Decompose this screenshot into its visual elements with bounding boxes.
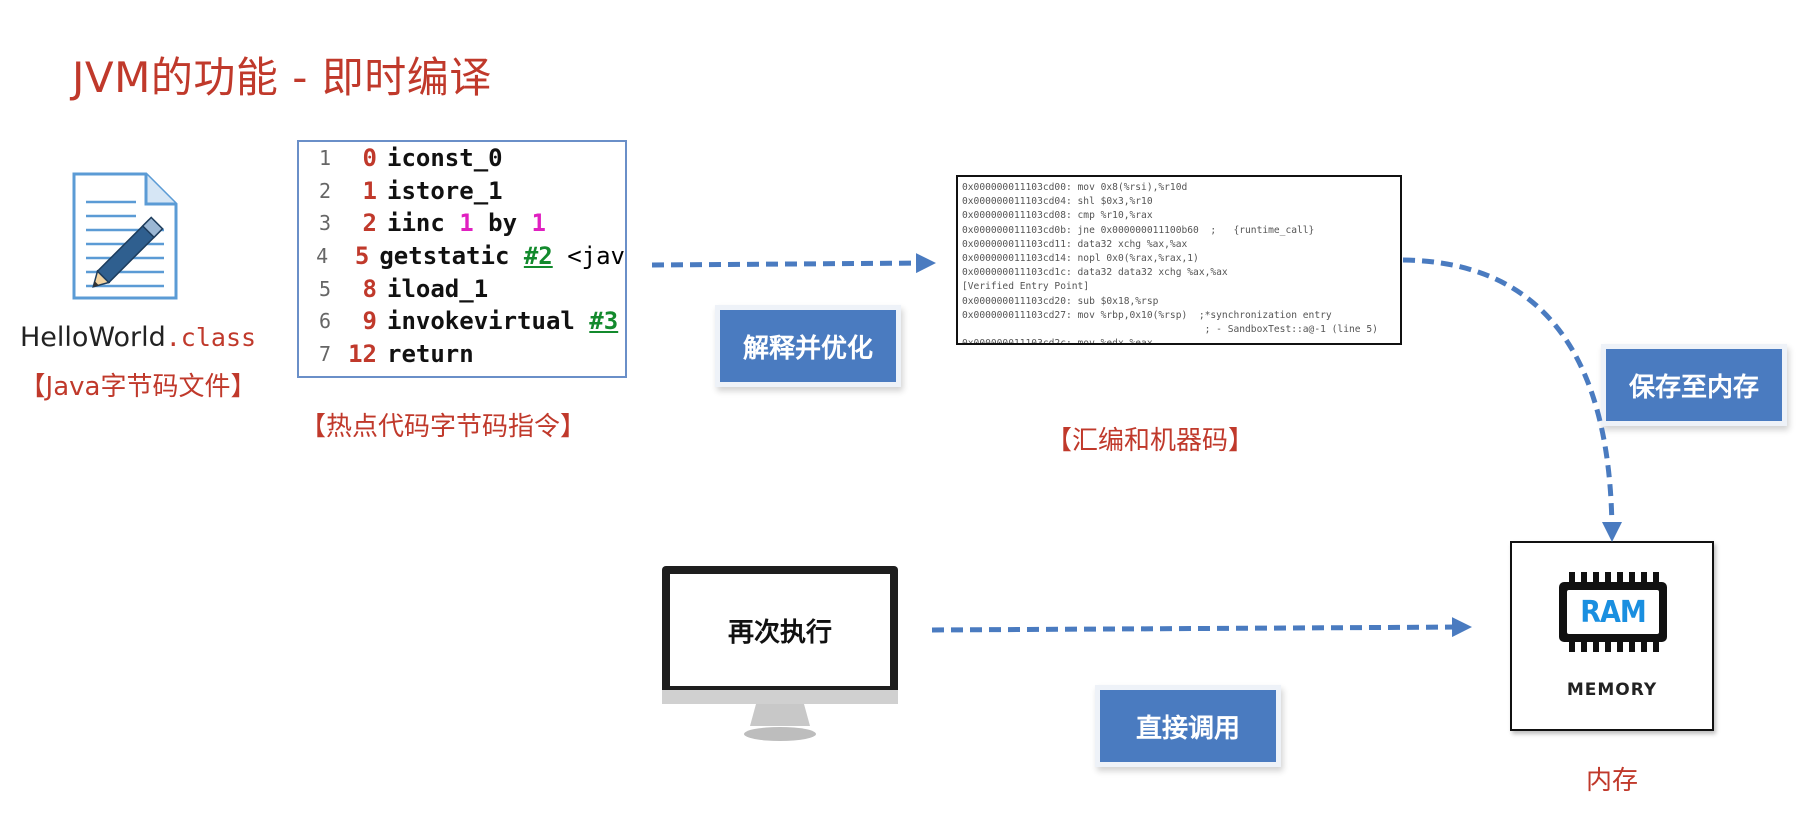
bytecode-offset: 5 — [354, 242, 370, 271]
class-file-caption: 【Java字节码文件】 — [19, 372, 257, 402]
arrow-bytecode-to-assembly — [651, 253, 936, 274]
assembly-line: 0x000000011103cd2c: mov %edx,%eax — [962, 338, 1153, 345]
bytecode-line: 3 2 iinc 1 by 1 — [299, 207, 625, 240]
bytecode-offset: 2 — [362, 209, 377, 238]
assembly-line: 0x000000011103cd00: mov 0x8(%rsi),%r10d — [962, 182, 1188, 193]
monitor-icon — [662, 566, 898, 741]
execute-again-text: 再次执行 — [727, 618, 832, 648]
assembly-line: 0x000000011103cd20: sub $0x18,%rsp — [962, 295, 1159, 307]
line-number: 7 — [318, 341, 331, 366]
line-number: 1 — [318, 146, 331, 171]
memory-label: MEMORY — [1566, 680, 1658, 700]
bytecode-offset: 0 — [362, 144, 377, 173]
bytecode-token: getstatic — [379, 242, 524, 271]
bytecode-line: 7 12 return — [299, 338, 625, 371]
bytecode-token: invokevirtual — [387, 307, 590, 336]
bytecode-line: 2 1 istore_1 — [299, 175, 625, 208]
arrow-assembly-to-memory — [1402, 257, 1622, 542]
page-title: JVM的功能 - 即时编译 — [72, 53, 492, 102]
assembly-line: 0x000000011103cd27: mov %rbp,0x10(%rsp) … — [962, 309, 1332, 321]
assembly-line: 0x000000011103cd1c: data32 data32 xchg %… — [962, 267, 1228, 279]
bytecode-offset: 9 — [362, 307, 377, 336]
bytecode-token: istore_1 — [387, 176, 503, 205]
ram-chip-text: RAM — [1580, 595, 1647, 630]
line-number: 6 — [318, 309, 331, 334]
bytecode-caption: 【热点代码字节码指令】 — [300, 412, 587, 442]
bytecode-token: 1 — [531, 209, 546, 238]
assembly-line: 0x000000011103cd04: shl $0x3,%r10 — [962, 196, 1153, 208]
direct-call-label: 直接调用 — [1100, 690, 1276, 762]
line-number: 2 — [318, 178, 331, 203]
bytecode-token: iinc — [387, 209, 460, 238]
line-number: 3 — [318, 211, 331, 236]
assembly-line: [Verified Entry Point] — [962, 281, 1090, 293]
assembly-line: ; - SandboxTest::a@-1 (line 5) — [962, 323, 1378, 335]
bytecode-line: 6 9 invokevirtual #3 — [299, 305, 625, 338]
ram-chip-icon — [1559, 572, 1667, 652]
line-number: 4 — [316, 244, 329, 269]
bytecode-token: #3 — [589, 307, 619, 336]
document-edit-icon — [72, 172, 178, 300]
assembly-line: 0x000000011103cd08: cmp %r10,%rax — [962, 210, 1153, 222]
assembly-line: 0x000000011103cd11: data32 xchg %ax,%ax — [962, 238, 1188, 250]
bytecode-offset: 1 — [362, 176, 377, 205]
bytecode-offset: 12 — [348, 339, 377, 368]
line-number: 5 — [318, 276, 331, 301]
assembly-line: 0x000000011103cd14: nopl 0x0(%rax,%rax,1… — [962, 252, 1199, 264]
bytecode-token: <jav — [552, 242, 625, 271]
assembly-listing: 0x000000011103cd00: mov 0x8(%rsi),%r10d 0… — [956, 175, 1402, 345]
file-extension: .class — [165, 323, 257, 352]
bytecode-token: 1 — [459, 209, 474, 238]
file-base-name: HelloWorld — [19, 322, 166, 353]
save-to-memory-label: 保存至内存 — [1606, 349, 1782, 421]
bytecode-token: iconst_0 — [387, 144, 503, 173]
assembly-caption: 【汇编和机器码】 — [1046, 426, 1255, 456]
bytecode-line: 5 8 iload_1 — [299, 272, 625, 305]
bytecode-token: #2 — [523, 242, 553, 271]
class-file-name: HelloWorld.class — [8, 322, 268, 353]
interpret-optimize-label: 解释并优化 — [720, 310, 896, 382]
assembly-line: 0x000000011103cd0b: jne 0x000000011100b6… — [962, 224, 1315, 236]
bytecode-token: iload_1 — [387, 274, 489, 303]
bytecode-line: 1 0 iconst_0 — [299, 142, 625, 175]
arrow-monitor-to-memory — [931, 617, 1472, 638]
bytecode-token: by — [473, 209, 532, 238]
bytecode-offset: 8 — [362, 274, 377, 303]
memory-caption: 内存 — [1585, 766, 1638, 796]
bytecode-token: return — [387, 339, 474, 368]
